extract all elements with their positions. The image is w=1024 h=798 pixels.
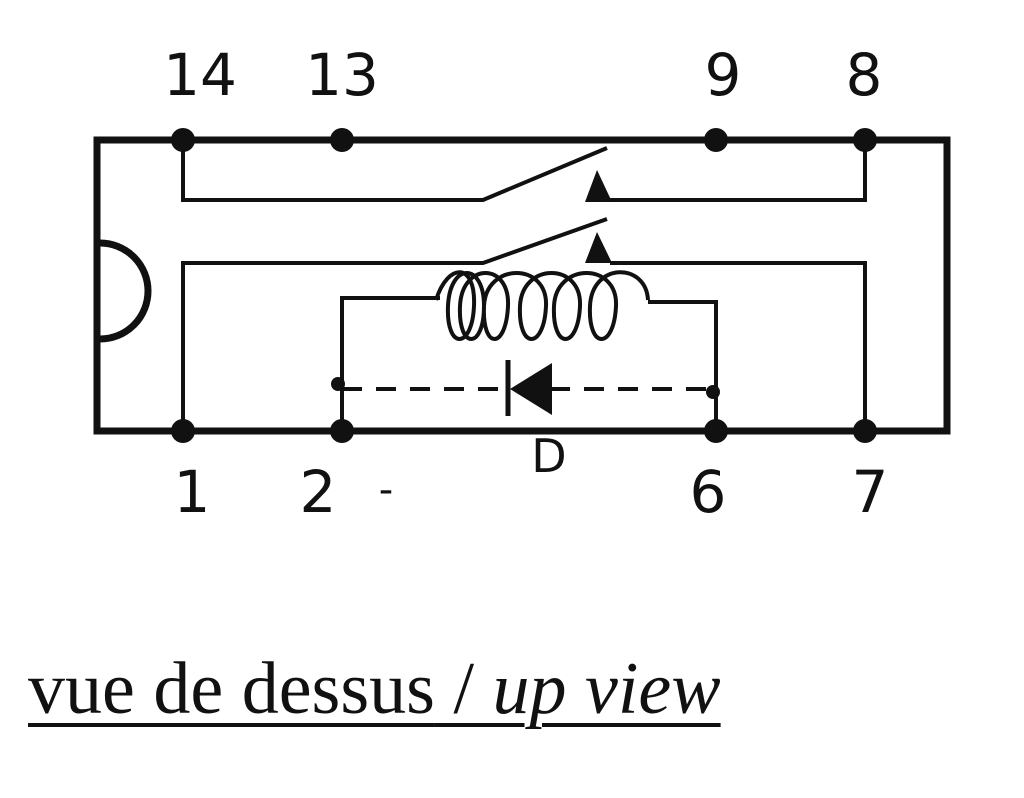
pin-dot-9: [704, 128, 728, 152]
upper-switch: [181, 140, 867, 202]
flyback-diode: [331, 360, 720, 416]
pin-dot-1: [171, 419, 195, 443]
pin2-polarity-label: -: [379, 467, 393, 513]
orientation-notch: [99, 239, 152, 343]
diode-symbol: [510, 363, 552, 415]
view-caption: vue de dessus / up view: [28, 652, 721, 726]
pin-dot-14: [171, 128, 195, 152]
diode-label: D: [531, 429, 566, 483]
pin-label-6: 6: [690, 458, 727, 526]
pin-dot-13: [330, 128, 354, 152]
pin-label-14: 14: [163, 41, 237, 109]
pin-label-7: 7: [852, 458, 889, 526]
caption-english: up view: [492, 648, 721, 730]
pin-label-9: 9: [705, 41, 742, 109]
pin-dot-2: [330, 419, 354, 443]
caption-separator: /: [434, 648, 493, 730]
pin-label-1: 1: [174, 458, 211, 526]
pin-label-2: 2: [300, 458, 337, 526]
pin-dot-8: [853, 128, 877, 152]
pin-label-13: 13: [305, 41, 379, 109]
upper-contact-arrow: [585, 170, 612, 202]
pin-label-8: 8: [846, 41, 883, 109]
lower-contact-arrow: [585, 232, 612, 263]
lower-switch: [181, 217, 867, 431]
caption-french: vue de dessus: [28, 648, 435, 730]
pin-dot-6: [704, 419, 728, 443]
package-outline: [93, 136, 951, 435]
pin-dot-7: [853, 419, 877, 443]
relay-coil: [340, 270, 718, 431]
